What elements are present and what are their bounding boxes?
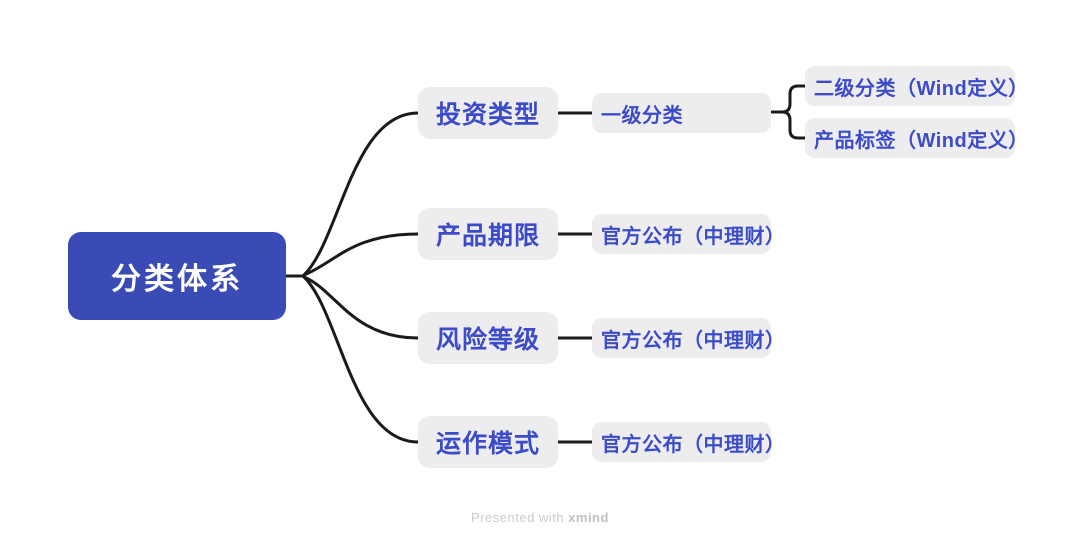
connector-root-operation-mode (302, 275, 420, 444)
node-product-term-source[interactable]: 官方公布（中理财） (592, 214, 785, 254)
watermark-prefix: Presented with (471, 510, 569, 525)
node-operation-mode[interactable]: 运作模式 (418, 416, 558, 468)
connector-level1-level2-down (780, 110, 807, 140)
watermark-brand: xmind (568, 510, 609, 525)
node-product-label-wind[interactable]: 产品标签（Wind定义） (805, 118, 1028, 158)
connector-level1-level2-up (780, 84, 807, 114)
connector-root-risk-level (302, 275, 420, 340)
node-investment-type[interactable]: 投资类型 (418, 87, 558, 139)
node-risk-level-source[interactable]: 官方公布（中理财） (592, 318, 785, 358)
connector-root-product-term (302, 232, 420, 277)
node-level1-classification[interactable]: 一级分类 (592, 93, 771, 133)
connector-root-investment-type (302, 111, 420, 277)
xmind-watermark: Presented with xmind (0, 510, 1080, 525)
node-classification-system[interactable]: 分类体系 (68, 232, 286, 320)
node-risk-level[interactable]: 风险等级 (418, 312, 558, 364)
node-operation-mode-source[interactable]: 官方公布（中理财） (592, 422, 785, 462)
node-product-term[interactable]: 产品期限 (418, 208, 558, 260)
node-level2-classification-wind[interactable]: 二级分类（Wind定义） (805, 66, 1028, 106)
